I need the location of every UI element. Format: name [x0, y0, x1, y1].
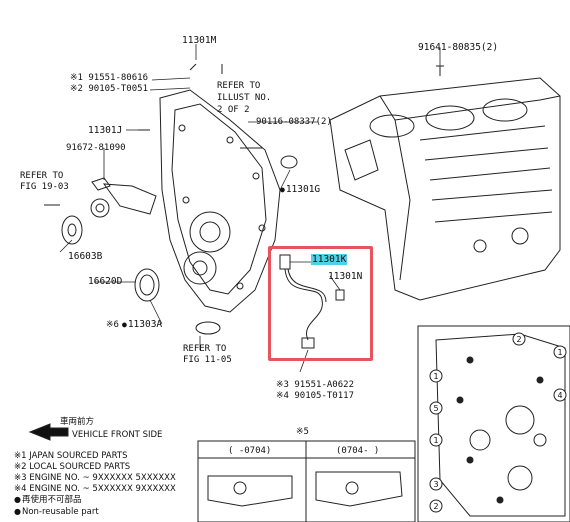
legend-item-japan: ※1 JAPAN SOURCED PARTS — [14, 451, 128, 461]
label-11303a-note: ※6 — [106, 320, 119, 330]
engine-block-drawing — [329, 65, 561, 301]
callout-2-bottom: 2 — [429, 499, 443, 513]
legend-item-non-reusable-jp: 再使用不可部品 — [14, 495, 82, 505]
accessory-parts-drawing — [44, 129, 298, 335]
callout-1-right: 1 — [553, 345, 567, 359]
callout-5: 5 — [429, 401, 443, 415]
label-refer-illust-3: 2 OF 2 — [217, 105, 250, 115]
svg-text:4: 4 — [557, 391, 562, 400]
callout-1-left: 1 — [429, 369, 443, 383]
timing-cover-drawing — [159, 63, 281, 313]
label-refer-fig19-1: REFER TO — [20, 171, 64, 181]
svg-text:5: 5 — [433, 404, 438, 413]
label-16620d: 16620D — [88, 276, 123, 287]
label-refer-fig11-1: REFER TO — [183, 344, 227, 354]
label-91551-80616: ※1 91551-80616 — [70, 73, 148, 83]
label-refer-fig11-2: FIG 11-05 — [183, 355, 232, 365]
legend-item-engine-4: ※4 ENGINE NO. ~ 5XXXXXX 9XXXXXX — [14, 484, 176, 494]
callout-2-top: 2 — [512, 332, 526, 346]
vehicle-front-arrow — [28, 423, 69, 441]
label-11301k: 11301K — [311, 254, 348, 265]
label-91551-a0622: ※3 91551-A0622 — [276, 380, 354, 390]
label-11303a: 11303A — [122, 320, 162, 330]
inset-note: ※5 — [296, 427, 309, 437]
legend-item-local: ※2 LOCAL SOURCED PARTS — [14, 462, 131, 472]
label-90105-t0117: ※4 90105-T0117 — [276, 391, 354, 401]
label-11301g: 11301G — [280, 185, 320, 195]
callout-1-mid: 1 — [429, 433, 443, 447]
label-refer-illust-2: ILLUST NO. — [217, 93, 272, 103]
label-11301j: 11301J — [88, 125, 123, 136]
label-16603b: 16603B — [68, 251, 103, 262]
callout-4: 4 — [553, 388, 567, 402]
label-11301m: 11301M — [182, 35, 217, 46]
label-11301n: 11301N — [328, 271, 363, 282]
svg-text:1: 1 — [433, 436, 438, 445]
label-90116-08337: 90116-08337(2) — [256, 117, 332, 127]
legend-item-non-reusable-en: Non-reusable part — [14, 507, 99, 517]
label-refer-illust-1: REFER TO — [217, 81, 261, 91]
label-90105-t0051: ※2 90105-T0051 — [70, 84, 148, 94]
label-91672-81090: 91672-81090 — [66, 143, 126, 153]
svg-text:1: 1 — [433, 372, 438, 381]
label-11301k-highlight: 11301K — [311, 254, 348, 265]
label-91641-80835: 91641-80835(2) — [418, 42, 499, 53]
legend-item-engine-3: ※3 ENGINE NO. ~ 9XXXXXX 5XXXXXX — [14, 473, 176, 483]
svg-text:2: 2 — [433, 502, 438, 511]
vehicle-front-jp: 車両前方 — [60, 417, 95, 427]
svg-text:3: 3 — [433, 480, 438, 489]
inset-col1-label: ( -0704) — [228, 446, 272, 456]
svg-text:2: 2 — [516, 335, 521, 344]
inset-comparison-drawing — [197, 440, 416, 522]
svg-text:1: 1 — [557, 348, 562, 357]
callout-3: 3 — [429, 477, 443, 491]
label-refer-fig19-2: FIG 19-03 — [20, 182, 69, 192]
inset-col2-label: (0704- ) — [336, 446, 380, 456]
vehicle-front-en: VEHICLE FRONT SIDE — [72, 430, 163, 440]
highlight-box — [268, 246, 373, 361]
